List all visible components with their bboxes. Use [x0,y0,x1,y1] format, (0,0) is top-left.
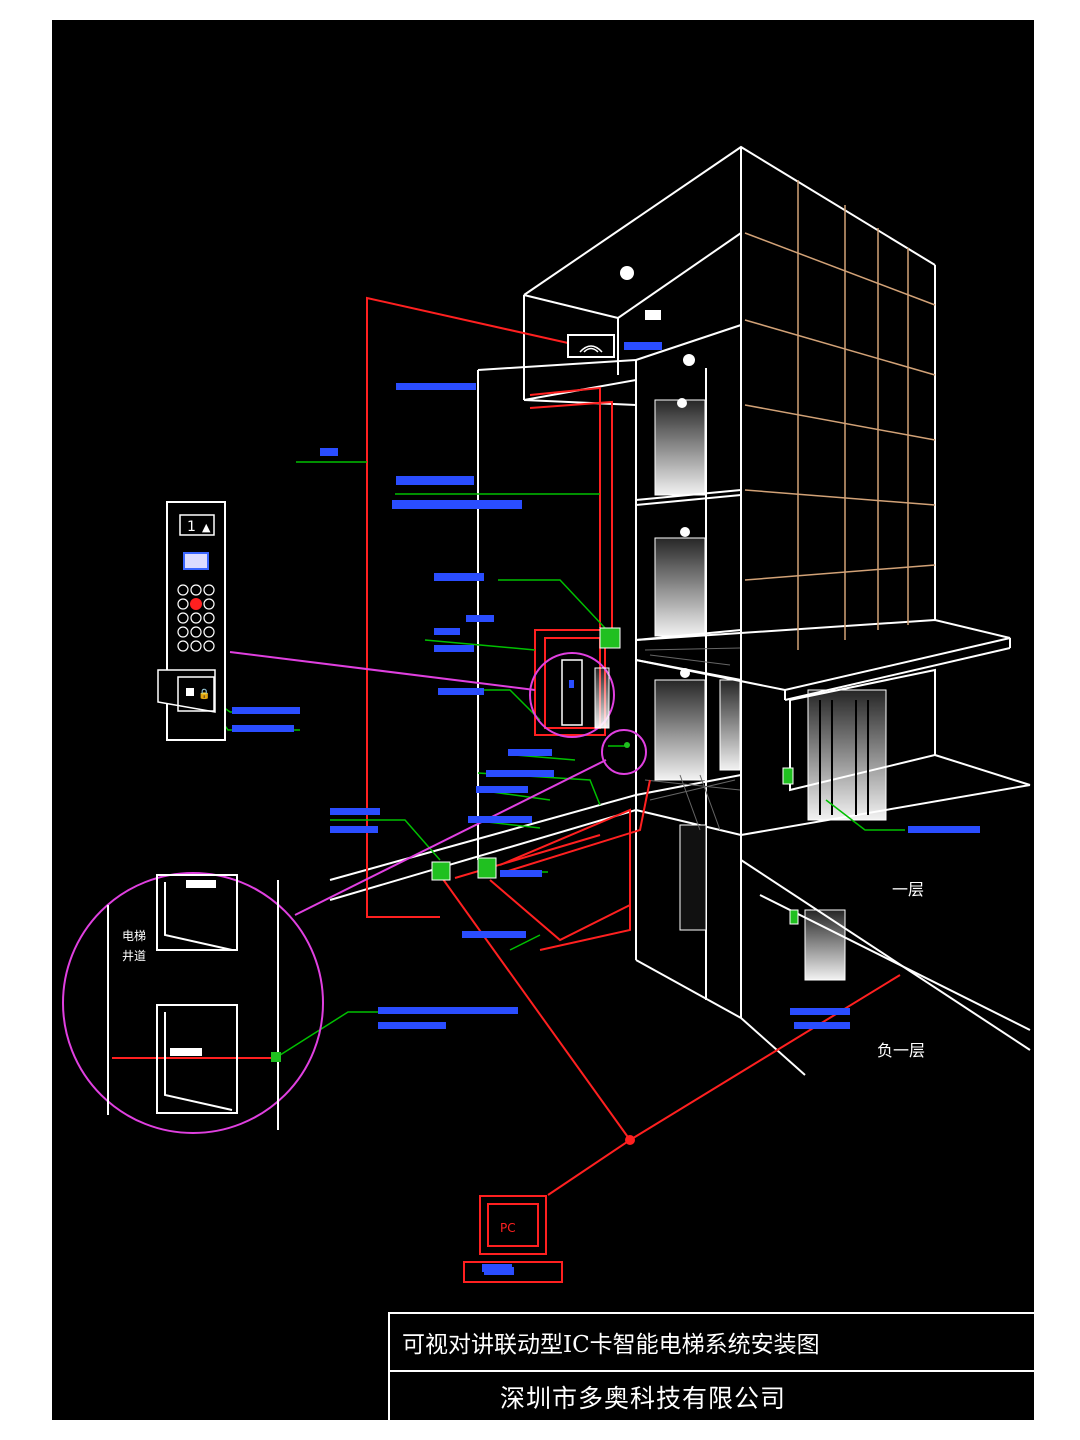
callout-leaders [199,461,905,1058]
door-2f [654,537,706,637]
main-controller-icon [477,857,497,879]
keypad [177,584,215,652]
cable-runs [112,296,901,1196]
devices [431,334,799,925]
door-3f [654,399,706,496]
card-reader-top [567,334,615,358]
drawing-title: 可视对讲联动型IC卡智能电梯系统安装图 [390,1314,1034,1372]
detail-magnifiers [62,651,647,1134]
card-reader-panel [177,676,215,712]
shaft-label-line1: 电梯 [122,929,146,943]
curtain-wall-grid [744,180,936,650]
elevator-call-panel: 1 ▲ 🔒 [157,501,226,741]
elevator-doors [620,266,887,981]
pc-label: PC [500,1221,516,1235]
floor-display-number: 1 [187,519,196,535]
floor-display [179,514,215,536]
svg-text:▲: ▲ [202,521,211,534]
call-button-icon [190,598,202,610]
small-annotations [170,310,980,1272]
elevator-controller-icon [599,627,621,649]
shaft-detail-circle [62,872,324,1134]
detail-card-reader-icon [271,1052,281,1062]
company-name: 深圳市多奥科技有限公司 [500,1384,787,1413]
pc-workstation: PC [463,1195,563,1283]
shaft-detail [107,874,279,1130]
title-block: 可视对讲联动型IC卡智能电梯系统安装图 深圳市多奥科技有限公司 [388,1312,1036,1422]
ceiling-light [620,266,634,280]
shaft-label-line2: 井道 [122,949,146,963]
basement-floor-label: 负一层 [877,1041,925,1060]
svg-text:🔒: 🔒 [198,688,210,700]
interface-box-icon [431,861,451,881]
first-floor-label: 一层 [892,880,924,899]
door-1f [654,679,706,781]
